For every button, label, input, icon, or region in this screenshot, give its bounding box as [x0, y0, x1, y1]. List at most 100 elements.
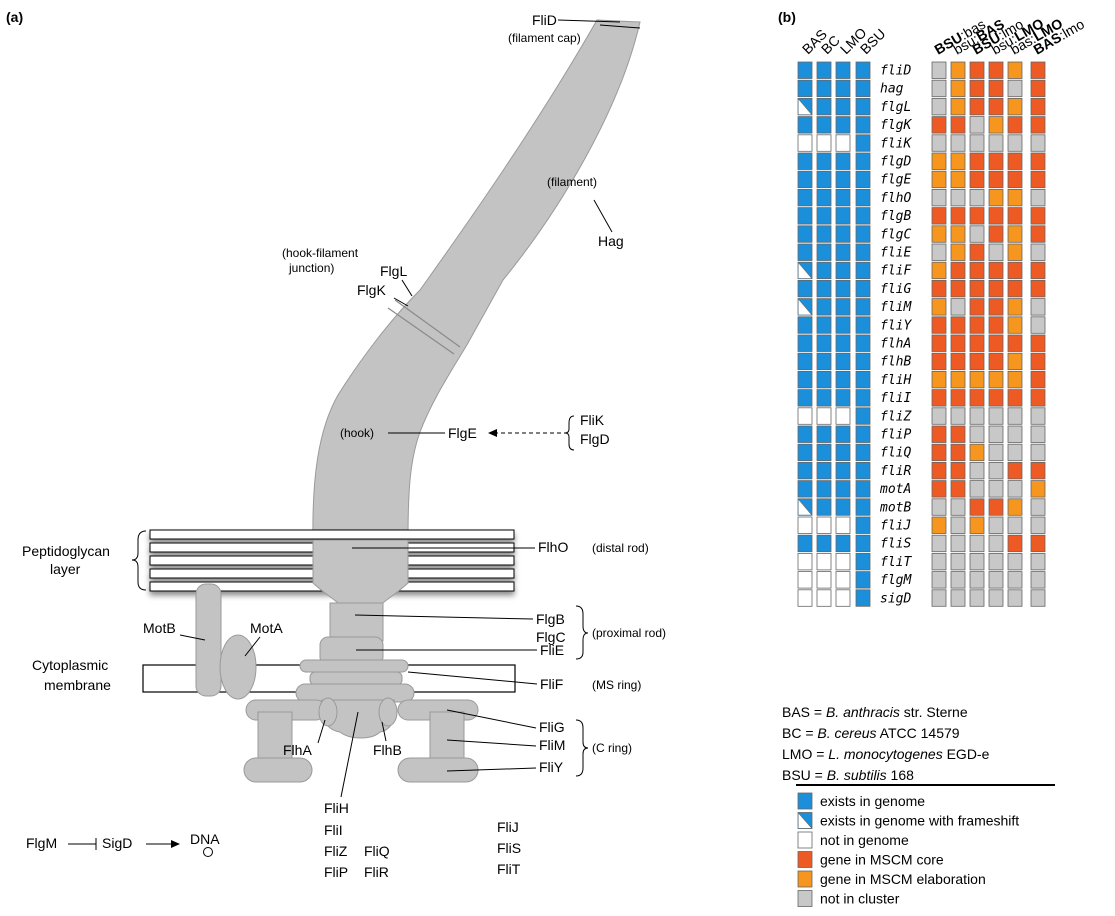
mscm-cell — [1007, 370, 1023, 389]
mscm-cell — [969, 170, 985, 189]
mscm-cell — [969, 98, 985, 116]
mscm-cell — [1030, 370, 1046, 389]
mscm-cell — [931, 279, 947, 298]
mscm-cell — [988, 480, 1004, 498]
mscm-cell — [1030, 170, 1046, 189]
genome-cell — [835, 298, 851, 316]
gene-label: flhA — [880, 337, 911, 352]
genome-cell — [797, 134, 813, 152]
legend-swatch — [797, 870, 813, 888]
mscm-cell — [1007, 480, 1023, 498]
panel-b-label: (b) — [778, 9, 796, 25]
mscm-cell — [931, 553, 947, 571]
genome-cell — [855, 79, 871, 98]
mscm-cell — [988, 316, 1004, 334]
genome-cell — [835, 480, 851, 498]
matrix-row-hag: hag — [797, 79, 1046, 98]
genome-cell — [855, 352, 871, 371]
mscm-cell — [969, 116, 985, 134]
label-flgk: FlgK — [357, 282, 386, 298]
genome-cell — [835, 98, 851, 116]
gene-label: flgM — [880, 573, 912, 588]
mscm-cell — [988, 279, 1004, 298]
mscm-cell — [950, 534, 966, 553]
genome-cell — [855, 170, 871, 189]
mscm-cell — [969, 389, 985, 407]
genome-cell — [816, 461, 832, 480]
mscm-cell — [1007, 116, 1023, 134]
genome-cell — [855, 498, 871, 516]
genome-cell — [835, 407, 851, 425]
genome-cell — [816, 516, 832, 534]
mscm-cell — [1030, 461, 1046, 480]
mscm-cell — [931, 79, 947, 98]
gene-label: hag — [880, 82, 904, 97]
genome-cell — [835, 334, 851, 352]
label-membrane-1: Cytoplasmic — [32, 657, 108, 673]
mscm-cell — [988, 407, 1004, 425]
mscm-cell — [950, 316, 966, 334]
dna-icon — [203, 847, 213, 857]
junction-band-flgk — [394, 299, 461, 348]
legend-swatch — [797, 792, 813, 810]
gene-label: fliD — [880, 64, 911, 79]
genome-cell — [816, 571, 832, 589]
mscm-cell — [1030, 407, 1046, 425]
mscm-cell — [950, 480, 966, 498]
genome-cell — [797, 498, 813, 516]
mscm-cell — [969, 334, 985, 352]
gene-label: fliZ — [880, 409, 912, 424]
gene-label: flgK — [880, 118, 912, 133]
genome-cell — [816, 589, 832, 607]
mscm-cell — [950, 61, 966, 79]
genome-cell — [835, 116, 851, 134]
mscm-cell — [1030, 498, 1046, 516]
genome-cell — [797, 225, 813, 243]
gene-label: flgL — [880, 100, 911, 115]
legend-item: not in genome — [797, 831, 909, 849]
mscm-cell — [988, 79, 1004, 98]
mscm-cell — [1030, 516, 1046, 534]
genome-cell — [797, 334, 813, 352]
label-flha: FlhA — [283, 742, 312, 758]
genome-cell — [855, 461, 871, 480]
mscm-cell — [988, 498, 1004, 516]
genome-cell — [855, 370, 871, 389]
mscm-cell — [1007, 425, 1023, 443]
matrix-row-fliE: fliE — [797, 243, 1046, 261]
motb-protein — [195, 583, 222, 697]
matrix-row-flhB: flhB — [797, 352, 1046, 371]
mscm-cell — [950, 407, 966, 425]
mscm-cell — [931, 316, 947, 334]
genome-cell — [797, 480, 813, 498]
mscm-cell — [988, 225, 1004, 243]
matrix-row-fliD: fliD — [797, 61, 1046, 79]
mscm-cell — [1030, 298, 1046, 316]
genome-cell — [835, 461, 851, 480]
genome-cell — [855, 243, 871, 261]
genome-cell — [797, 116, 813, 134]
matrix-row-fliQ: fliQ — [797, 443, 1046, 462]
mscm-cell — [988, 261, 1004, 280]
mscm-cell — [1030, 443, 1046, 462]
mscm-cell — [988, 553, 1004, 571]
genome-cell — [855, 316, 871, 334]
label-fliy: FliY — [539, 759, 564, 775]
mscm-cell — [950, 553, 966, 571]
label-distal-rod: (distal rod) — [592, 541, 649, 555]
mscm-cell — [988, 98, 1004, 116]
genome-cell — [835, 553, 851, 571]
genome-cell — [855, 443, 871, 462]
genome-cell — [835, 352, 851, 371]
genome-cell — [835, 534, 851, 553]
genome-cell — [816, 316, 832, 334]
genome-cell — [835, 225, 851, 243]
label-flip: FliP — [324, 864, 348, 880]
genome-cell — [835, 516, 851, 534]
matrix-row-fliZ: fliZ — [797, 407, 1046, 425]
matrix-row-flgD: flgD — [797, 152, 1046, 170]
label-flit: FliT — [497, 861, 521, 877]
mscm-cell — [950, 334, 966, 352]
organism-key-bsu: BSU = B. subtilis 168 — [782, 767, 914, 783]
mscm-cell — [969, 589, 985, 607]
